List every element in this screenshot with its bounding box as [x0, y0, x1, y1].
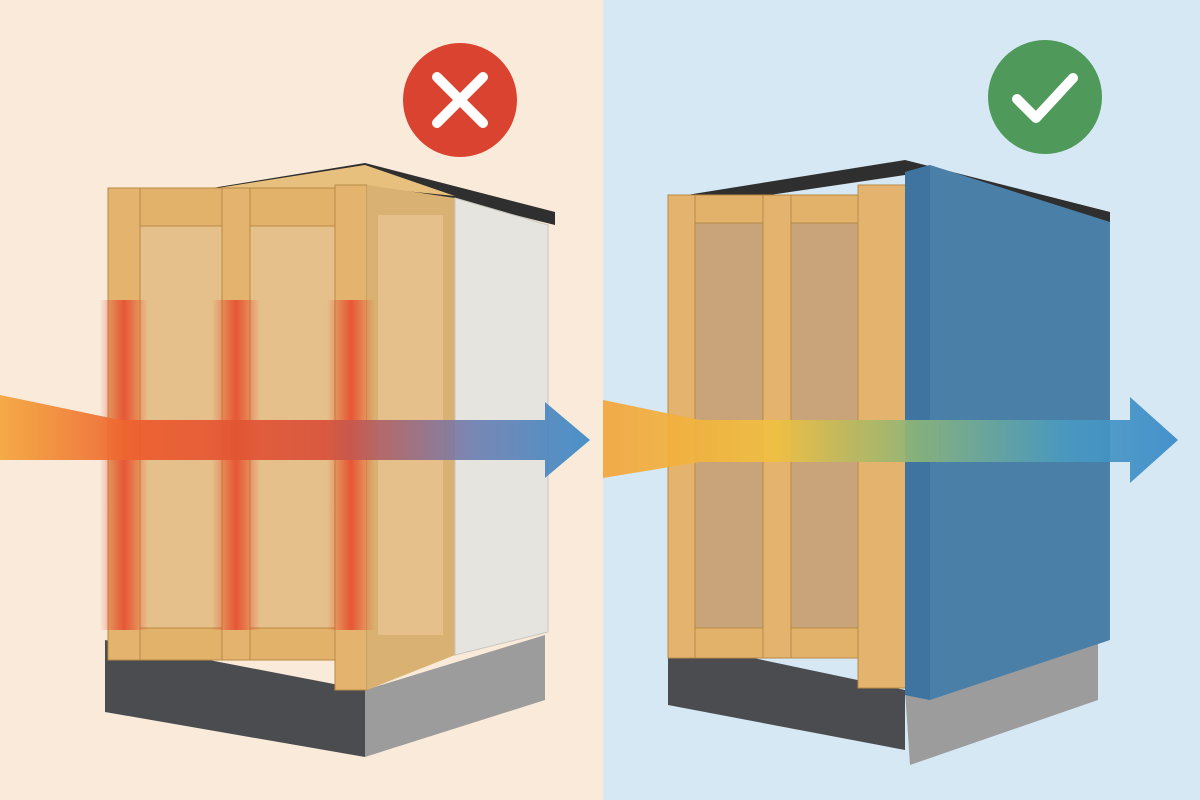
heat-flow-arrow [603, 397, 1178, 483]
thermal-bridge-hotspot [327, 300, 375, 630]
foundation-concrete [365, 635, 545, 757]
right-wall-assembly [667, 160, 1110, 765]
heat-flow-arrow [0, 395, 590, 478]
foundation-slab [668, 640, 905, 750]
roof-edge [668, 160, 1110, 225]
thermal-bridge-hotspot [212, 300, 260, 630]
foundation-concrete [905, 638, 1098, 765]
foundation-slab [105, 640, 365, 757]
check-icon [988, 40, 1102, 154]
thermal-bridge-hotspot [100, 300, 148, 630]
cross-icon [403, 43, 517, 157]
